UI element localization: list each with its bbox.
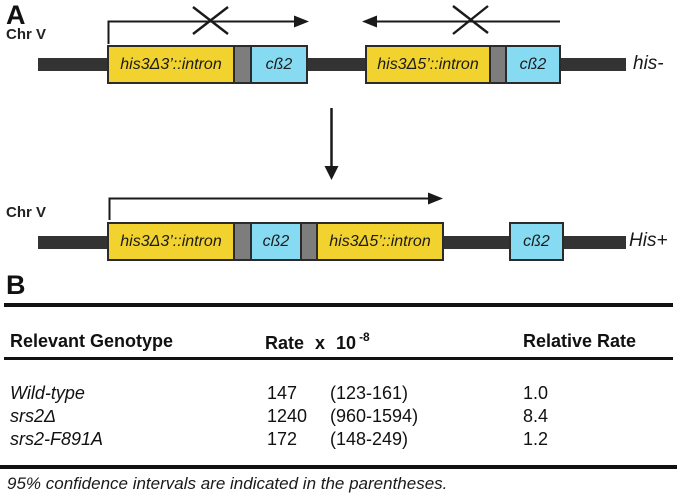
blocked-x-left-icon bbox=[192, 6, 229, 35]
table-bottom-rule bbox=[0, 465, 677, 469]
cell-confidence-interval: (123-161) bbox=[330, 383, 409, 403]
recombination-down-arrow bbox=[324, 108, 339, 180]
state-label-his-plus: His+ bbox=[629, 230, 668, 251]
table-header-relative-rate: Relative Rate bbox=[523, 331, 637, 351]
cell-rate: 147 bbox=[267, 383, 298, 403]
cell-confidence-interval: (148-249) bbox=[330, 429, 409, 449]
gene-box-his3d3-bottom: his3Δ3’::intron bbox=[107, 222, 235, 261]
cell-confidence-interval: (960-1594) bbox=[330, 406, 419, 426]
gene-label: his3Δ5’::intron bbox=[329, 232, 431, 250]
table-header-genotype: Relevant Genotype bbox=[10, 331, 174, 351]
gene-label: his3Δ3’::intron bbox=[120, 232, 222, 250]
marker-box-top-2: cß2 bbox=[505, 45, 561, 84]
table-top-rule bbox=[4, 303, 673, 307]
cell-relative-rate: 8.4 bbox=[523, 406, 549, 426]
cell-genotype: Wild-type bbox=[10, 383, 85, 403]
gene-box-his3d5-bottom: his3Δ5’::intron bbox=[316, 222, 444, 261]
table-header-rate: Rate x 10-8 bbox=[265, 330, 370, 354]
panel-a-label: A bbox=[6, 0, 26, 30]
cell-relative-rate: 1.0 bbox=[523, 383, 549, 403]
cell-genotype: srs2-F891A bbox=[10, 429, 104, 449]
gene-label: his3Δ3’::intron bbox=[120, 55, 222, 73]
promoter-arrow-right bbox=[362, 15, 560, 28]
marker-label: cß2 bbox=[519, 55, 547, 73]
table-row: Wild-type 147 (123-161) 1.0 bbox=[0, 383, 677, 405]
table-footnote: 95% confidence intervals are indicated i… bbox=[7, 474, 448, 493]
blocked-x-right-icon bbox=[452, 5, 489, 35]
gene-label: his3Δ5’::intron bbox=[377, 55, 479, 73]
cell-rate: 172 bbox=[267, 429, 298, 449]
marker-label: cß2 bbox=[523, 232, 550, 250]
panel-b-label: B bbox=[6, 270, 26, 300]
table-row: srs2-F891A 172 (148-249) 1.2 bbox=[0, 429, 677, 451]
gene-box-his3d5-top: his3Δ5’::intron bbox=[365, 45, 491, 84]
rate-header-base: Rate x 10 bbox=[265, 333, 357, 353]
cell-relative-rate: 1.2 bbox=[523, 429, 549, 449]
chr-label-top: Chr V bbox=[6, 26, 47, 43]
table-row: srs2Δ 1240 (960-1594) 8.4 bbox=[0, 406, 677, 428]
promoter-arrow-left bbox=[107, 15, 309, 44]
table-header-rule bbox=[4, 357, 673, 360]
marker-label: cß2 bbox=[265, 55, 293, 73]
marker-box-bottom-1: cß2 bbox=[250, 222, 302, 261]
chr-label-bottom: Chr V bbox=[6, 204, 47, 221]
cell-genotype: srs2Δ bbox=[10, 406, 57, 426]
promoter-arrow-recombined bbox=[108, 192, 443, 220]
gene-box-his3d3-top: his3Δ3’::intron bbox=[107, 45, 235, 84]
marker-box-top-1: cß2 bbox=[250, 45, 308, 84]
rate-header-exponent: -8 bbox=[359, 330, 370, 344]
cell-rate: 1240 bbox=[267, 406, 308, 426]
marker-label: cß2 bbox=[262, 232, 290, 250]
state-label-his-minus: his- bbox=[633, 53, 664, 74]
marker-box-distal: cß2 bbox=[509, 222, 564, 261]
